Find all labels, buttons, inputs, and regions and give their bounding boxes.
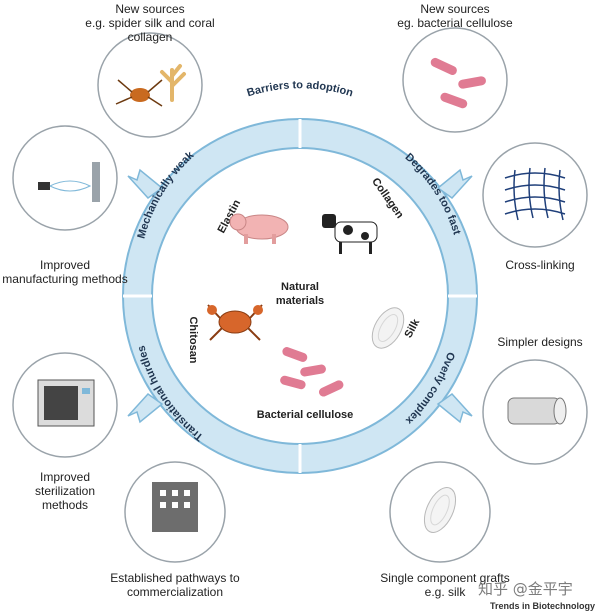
silk-graft-icon [423, 487, 457, 533]
silk-cocoon-icon [371, 307, 405, 349]
tube-icon [507, 397, 567, 425]
caption-bottom-left: Established pathways to commercializatio… [110, 571, 240, 599]
caption-right-mid: Cross-linking [505, 258, 575, 272]
caption-bottom-right: Single component grafts e.g. silk [380, 571, 510, 599]
electrospinning-icon [38, 162, 100, 202]
bacteria-icon [280, 347, 344, 397]
circle-right-mid [482, 142, 588, 248]
spider-coral-icon [115, 64, 186, 107]
ring-arrows [127, 168, 473, 424]
center-label-line2: materials [276, 295, 324, 307]
mesh-icon [504, 167, 566, 221]
crab-icon [207, 304, 263, 341]
arrow-down-left-icon [127, 393, 164, 424]
caption-left-mid: Improved manufacturing methods [2, 258, 128, 286]
pig-icon [229, 213, 289, 244]
brand-label: Trends in Biotechnology [490, 601, 596, 611]
caption-right-low: Simpler designs [497, 335, 583, 349]
watermark: 知乎 @金平宇 [478, 580, 573, 598]
label-bacterial-cellulose: Bacterial cellulose [257, 409, 354, 421]
arrow-down-right-icon [436, 393, 473, 424]
building-icon [152, 482, 198, 532]
cow-icon [322, 214, 378, 254]
ring-band [122, 118, 478, 474]
circle-left-mid [12, 125, 118, 231]
sterilizer-icon [37, 379, 95, 427]
caption-top-left: New sources e.g. spider silk and coral c… [85, 2, 215, 44]
circle-top-left [97, 32, 203, 138]
arrow-up-left-icon [127, 168, 164, 199]
arrow-up-right-icon [436, 168, 473, 199]
caption-top-right: New sources eg. bacterial cellulose [397, 2, 513, 30]
label-chitosan: Chitosan [187, 316, 199, 363]
caption-left-low: Improved sterilization methods [34, 470, 96, 512]
ring-label-top: Barriers to adoption [246, 79, 355, 99]
circle-top-right [402, 27, 508, 133]
center-label-line1: Natural [281, 281, 319, 293]
bacteria-cluster-icon [430, 57, 486, 109]
